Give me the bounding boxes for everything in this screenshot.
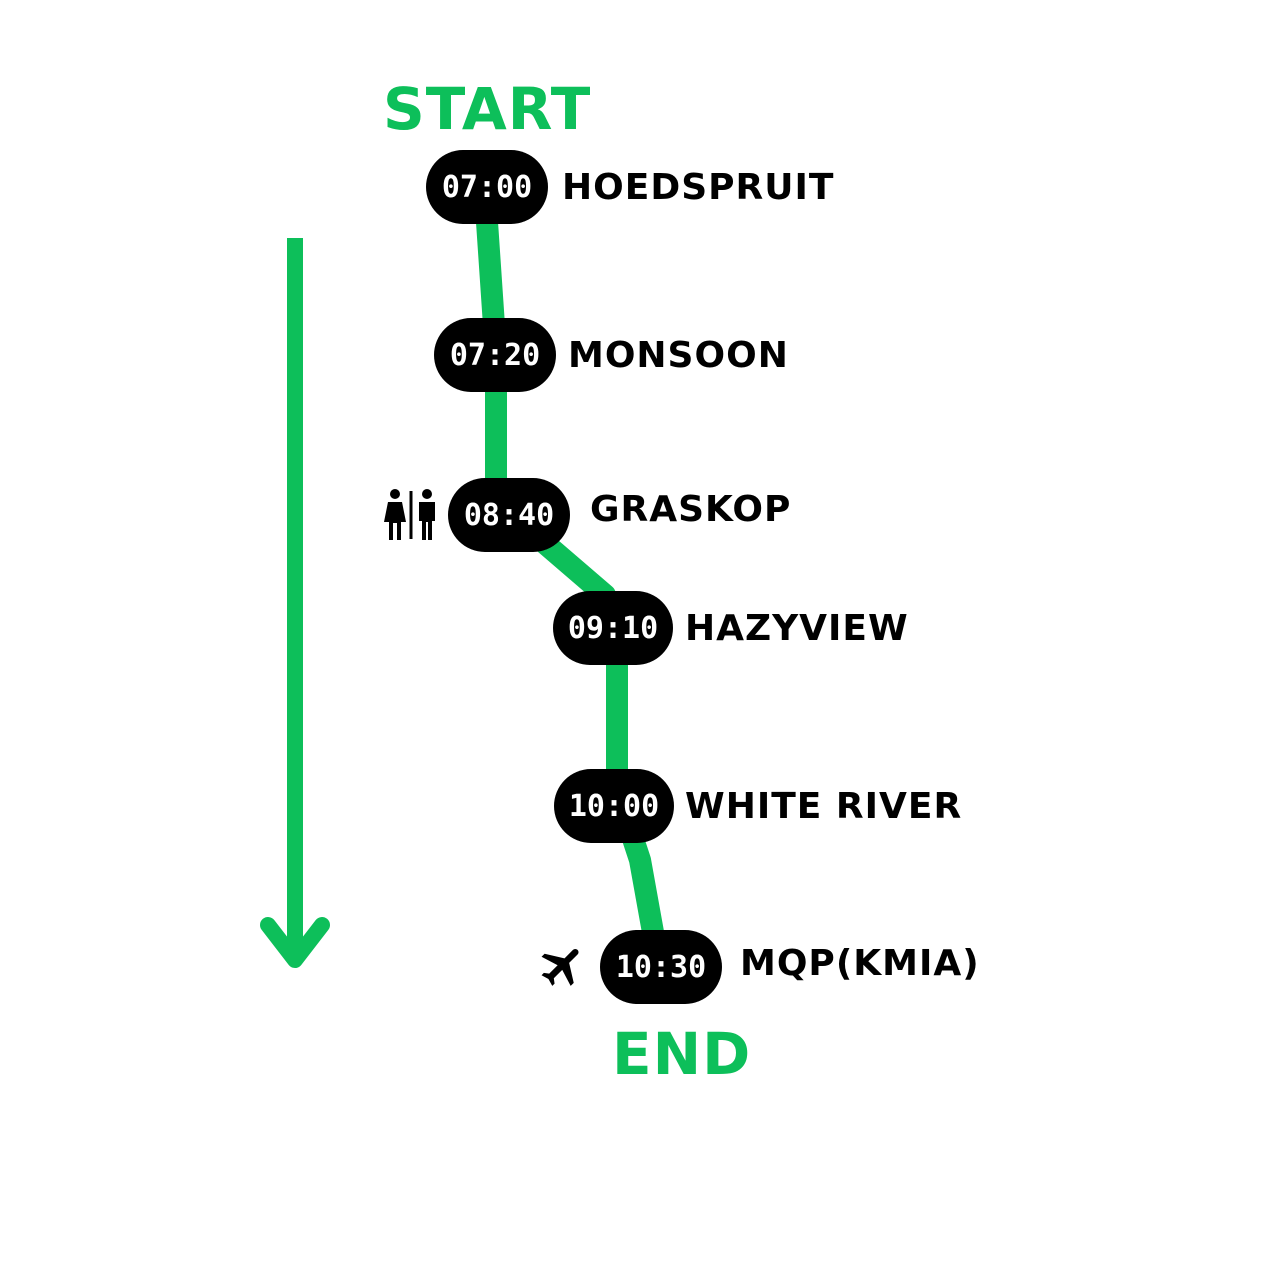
stop-name: GRASKOP [590,489,792,530]
stop-time-pill: 08:40 [448,478,570,552]
airplane-icon [537,940,589,997]
direction-arrow [260,238,330,968]
stop-time-pill: 09:10 [553,591,673,665]
stop-time-pill: 07:20 [434,318,556,392]
stop-name: HOEDSPRUIT [562,167,835,208]
stop-name: MQP(KMIA) [740,943,980,984]
stop-time-pill: 10:30 [600,930,722,1004]
stop-time-pill: 07:00 [426,150,548,224]
end-label: END [612,1020,752,1088]
start-label: START [383,75,592,143]
stop-time-pill: 10:00 [554,769,674,843]
stop-name: WHITE RIVER [685,786,963,827]
stop-name: MONSOON [568,335,789,376]
stop-name: HAZYVIEW [685,608,909,649]
restroom-icon [384,489,438,546]
